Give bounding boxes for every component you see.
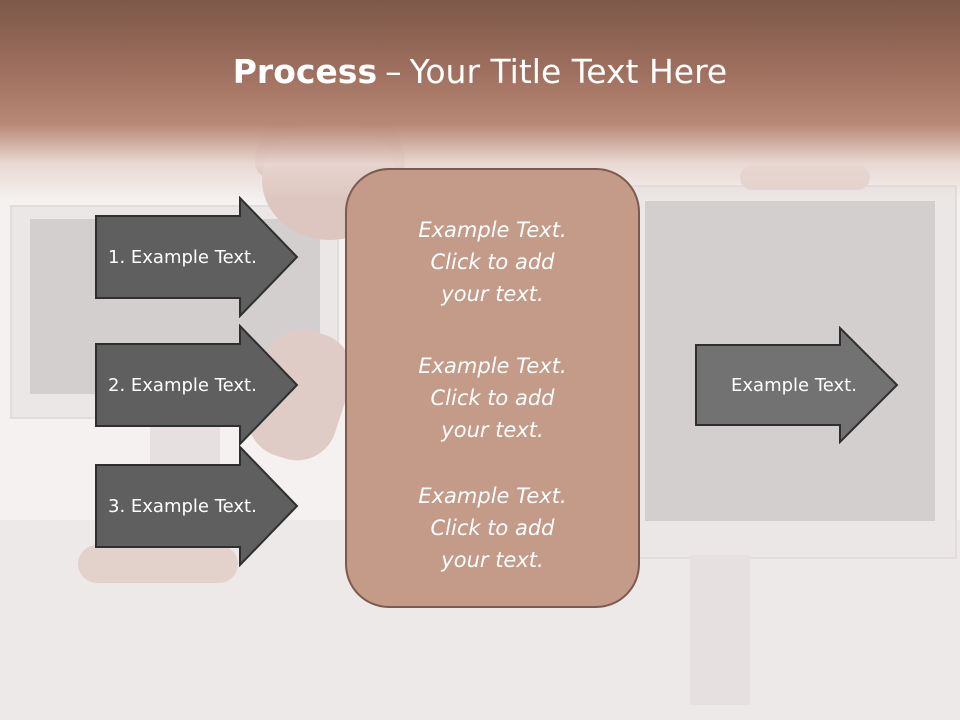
arrow-right-icon [695,326,899,444]
step-label-3: 3. Example Text. [108,495,257,517]
center-text-2[interactable]: Example Text. Click to add your text. [418,354,567,442]
step-arrow-3[interactable]: 3. Example Text. [94,445,300,567]
result-label: Example Text. [731,374,857,396]
center-text-1[interactable]: Example Text. Click to add your text. [418,218,567,306]
step-arrow-1[interactable]: 1. Example Text. [94,196,300,318]
title-band [0,0,960,200]
step-arrow-2[interactable]: 2. Example Text. [94,324,300,446]
title-bold: Process [232,52,378,91]
center-process-box[interactable]: Example Text. Click to add your text. Ex… [345,168,640,608]
arrow-right-icon [95,445,299,567]
arrow-right-icon [95,196,299,318]
background-monitor-stand-right [690,555,750,705]
center-text-3[interactable]: Example Text. Click to add your text. [418,484,567,572]
step-label-2: 2. Example Text. [108,374,257,396]
slide-title[interactable]: Process–Your Title Text Here [0,52,960,91]
step-label-1: 1. Example Text. [108,246,257,268]
background-person-foot [78,545,238,583]
result-arrow[interactable]: Example Text. [694,326,900,444]
arrow-right-icon [95,324,299,446]
title-rest: Your Title Text Here [409,52,728,91]
title-separator: – [385,52,402,91]
